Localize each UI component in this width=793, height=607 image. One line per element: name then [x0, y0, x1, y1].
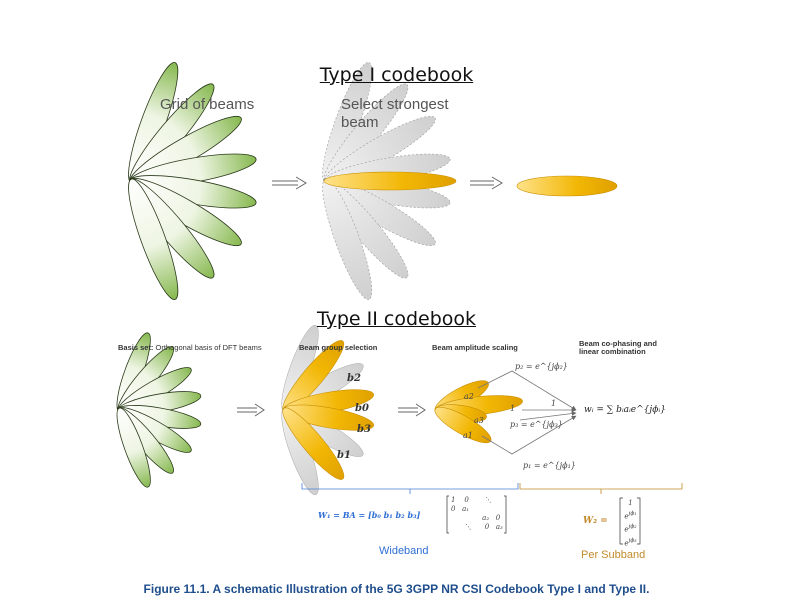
type1-arrow-1 [272, 176, 307, 190]
w2-vector-brackets [619, 497, 641, 545]
type2-cophase-lines [477, 370, 577, 455]
beam-cophasing-label-line2: linear combination [579, 347, 646, 356]
beam-label-b2: b2 [347, 373, 361, 384]
type1-arrow-2 [470, 176, 503, 190]
type2-amplitude-fan [434, 380, 523, 444]
grid-of-beams-label: Grid of beams [160, 96, 255, 113]
select-strongest-label-line1: Select strongest [341, 96, 449, 113]
w1-matrix-brackets [446, 495, 507, 534]
beam-label-b1: b1 [337, 450, 351, 461]
type2-basis-fan [116, 332, 202, 488]
per-subband-label: Per Subband [581, 549, 646, 561]
basis-set-label-bold: Basis set: [118, 343, 154, 352]
type1-title: Type I codebook [319, 64, 474, 86]
type2-beam-group-fan [281, 325, 374, 495]
basis-set-label: Basis set: Orthogonal basis of DFT beams [118, 343, 262, 352]
type2-wideband-brace [301, 483, 519, 494]
type2-title: Type II codebook [316, 308, 477, 330]
phase-label-one: 1 [551, 399, 557, 408]
type2-arrow-1 [237, 403, 265, 417]
select-strongest-label-line2: beam [341, 114, 379, 131]
phase-label-p3: p₃ = e^{jϕ₃} [510, 420, 563, 429]
wideband-label: Wideband [379, 545, 429, 557]
type2-arrow-2 [398, 403, 426, 417]
phase-label-p1: p₁ = e^{jϕ₁} [523, 461, 576, 470]
type2-subband-brace [519, 483, 683, 494]
type1-select-strongest-fan [322, 62, 457, 300]
beam-label-b3: b3 [357, 424, 371, 435]
beam-group-selection-label: Beam group selection [299, 343, 378, 352]
beam-cophasing-label-line1: Beam co-phasing and [579, 339, 657, 348]
w2-equation: W₂ = [583, 516, 608, 526]
w1-matrix-body: 1 0 ⋱ 0 a₁ a₂ 0 ⋱ 0 a₃ [451, 496, 503, 531]
type1-grid-of-beams-fan [128, 62, 257, 300]
amp-label-center: 1 [510, 404, 516, 413]
amp-label-a2: a2 [464, 392, 474, 401]
phase-label-p2: p₂ = e^{jϕ₂} [515, 362, 568, 371]
combination-equation: wᵢ = ∑ bᵢaᵢe^{jϕᵢ} [584, 405, 666, 415]
w1-equation: W₁ = BA = [b₀ b₁ b₂ b₃] [318, 510, 421, 520]
type1-selected-beam [516, 175, 618, 197]
beam-amplitude-scaling-label: Beam amplitude scaling [432, 343, 518, 352]
basis-set-label-rest: Orthogonal basis of DFT beams [153, 343, 262, 352]
figure-caption: Figure 11.1. A schematic Illustration of… [143, 582, 650, 596]
amp-label-a3: a3 [474, 416, 484, 425]
amp-label-a1: a1 [463, 431, 473, 440]
beam-label-b0: b0 [355, 403, 369, 414]
